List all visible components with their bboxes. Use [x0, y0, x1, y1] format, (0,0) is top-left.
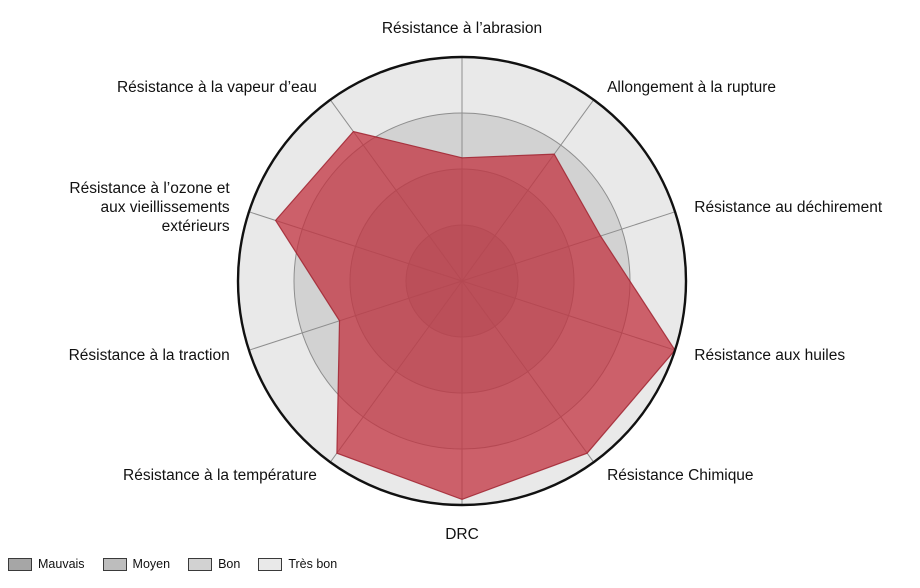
legend-label-mauvais: Mauvais: [38, 557, 85, 571]
axis-label: DRC: [445, 526, 479, 543]
axis-label: Allongement à la rupture: [607, 79, 776, 96]
legend-swatch-tres-bon: [258, 557, 283, 571]
legend-swatch-mauvais: [8, 557, 32, 571]
legend-item-tres-bon: Très bon: [258, 557, 337, 571]
legend: Mauvais Moyen Bon Très bon: [8, 557, 337, 571]
axis-label: Résistance à la vapeur d’eau: [117, 79, 317, 96]
legend-label-bon: Bon: [218, 557, 241, 571]
outer-rim: [236, 55, 688, 507]
axis-label: Résistance aux huiles: [694, 347, 845, 364]
legend-label-tres-bon: Très bon: [288, 557, 338, 571]
axis-label: Résistance Chimique: [607, 467, 753, 484]
legend-item-mauvais: Mauvais: [8, 557, 85, 571]
legend-label-moyen: Moyen: [132, 557, 171, 571]
axis-label: Résistance à l’abrasion: [382, 20, 542, 37]
axis-label: Résistance au déchirement: [694, 199, 883, 216]
axis-label: Résistance à la température: [123, 467, 317, 484]
legend-swatch-moyen: [102, 557, 127, 571]
series-polygon: [274, 130, 676, 501]
legend-swatch-bon: [188, 557, 213, 571]
legend-item-moyen: Moyen: [102, 557, 171, 571]
legend-item-bon: Bon: [188, 557, 240, 571]
axis-label: Résistance à la traction: [69, 347, 230, 364]
